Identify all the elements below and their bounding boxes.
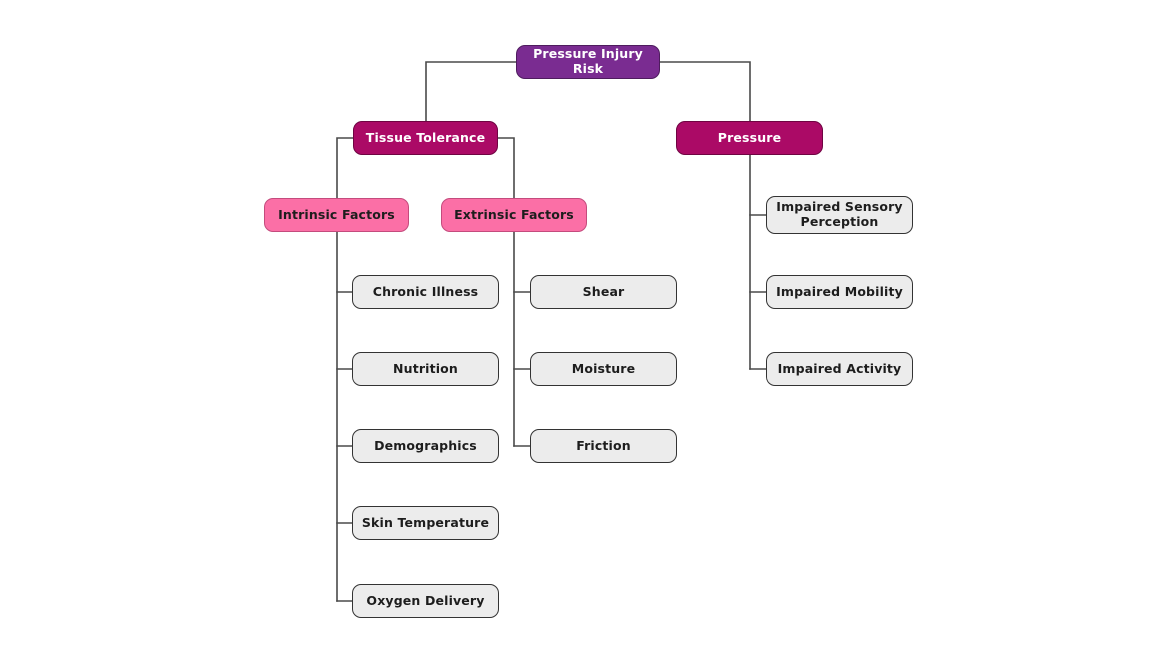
node-extrinsic-factors[interactable]: Extrinsic Factors	[441, 198, 587, 232]
node-skin-temperature[interactable]: Skin Temperature	[352, 506, 499, 540]
node-impaired-mobility[interactable]: Impaired Mobility	[766, 275, 913, 309]
node-moisture[interactable]: Moisture	[530, 352, 677, 386]
node-nutrition[interactable]: Nutrition	[352, 352, 499, 386]
edge-tissue-to-extrinsic	[497, 137, 515, 199]
node-shear[interactable]: Shear	[530, 275, 677, 309]
edge-tissue-to-intrinsic	[336, 137, 354, 199]
node-demographics[interactable]: Demographics	[352, 429, 499, 463]
edge-root-to-tissue-tolerance	[425, 61, 517, 122]
node-intrinsic-factors[interactable]: Intrinsic Factors	[264, 198, 409, 232]
edge-root-to-pressure	[659, 61, 751, 122]
node-tissue-tolerance[interactable]: Tissue Tolerance	[353, 121, 498, 155]
node-friction[interactable]: Friction	[530, 429, 677, 463]
node-pressure[interactable]: Pressure	[676, 121, 823, 155]
node-oxygen-delivery[interactable]: Oxygen Delivery	[352, 584, 499, 618]
node-impaired-activity[interactable]: Impaired Activity	[766, 352, 913, 386]
node-chronic-illness[interactable]: Chronic Illness	[352, 275, 499, 309]
node-impaired-sensory-perception[interactable]: Impaired Sensory Perception	[766, 196, 913, 234]
node-pressure-injury-risk[interactable]: Pressure Injury Risk	[516, 45, 660, 79]
